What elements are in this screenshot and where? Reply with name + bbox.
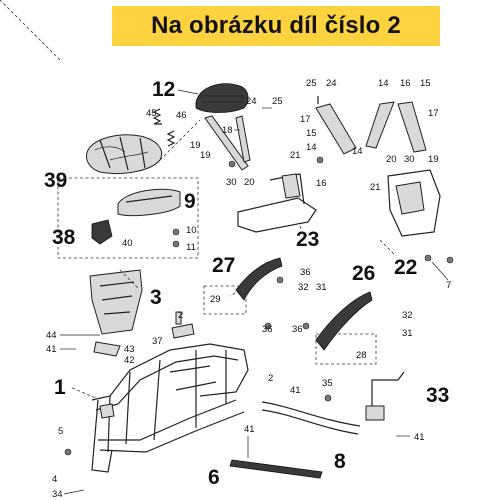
part-42-plate[interactable] bbox=[93, 341, 121, 357]
label-42: 42 bbox=[124, 355, 135, 366]
label-36-b: 36 bbox=[262, 324, 273, 335]
label-36-a: 36 bbox=[300, 267, 311, 278]
label-41-b: 41 bbox=[244, 424, 255, 435]
label-17-a: 17 bbox=[300, 114, 311, 125]
part-12-seat[interactable] bbox=[195, 83, 249, 113]
part-38-bracket[interactable] bbox=[91, 219, 113, 245]
callout-38: 38 bbox=[52, 226, 76, 249]
part-8-side-bar[interactable] bbox=[261, 401, 361, 435]
spring-45[interactable] bbox=[152, 108, 162, 125]
callout-26: 26 bbox=[352, 262, 375, 285]
callout-33: 33 bbox=[426, 384, 449, 407]
part-2-clamp[interactable] bbox=[171, 311, 195, 339]
callout-12: 12 bbox=[152, 78, 175, 101]
label-30-a: 30 bbox=[226, 177, 237, 188]
part-26-side-cover[interactable] bbox=[315, 291, 373, 351]
label-25-a: 25 bbox=[272, 96, 283, 107]
part-22-right-bracket[interactable] bbox=[387, 169, 441, 237]
label-14-c: 14 bbox=[378, 78, 389, 89]
label-44: 44 bbox=[46, 330, 57, 341]
title-banner: Na obrázku díl číslo 2 bbox=[112, 6, 440, 46]
label-4: 4 bbox=[52, 474, 57, 485]
callout-27: 27 bbox=[212, 254, 235, 277]
label-2: 2 bbox=[178, 310, 183, 321]
label-24-b: 24 bbox=[326, 78, 337, 89]
label-15-b: 15 bbox=[420, 78, 431, 89]
label-32-a: 32 bbox=[298, 282, 309, 293]
label-14-b: 14 bbox=[352, 146, 363, 157]
label-14-a: 14 bbox=[306, 142, 317, 153]
label-11: 11 bbox=[186, 242, 196, 253]
label-20-a: 20 bbox=[244, 177, 255, 188]
part-6-floor-strip[interactable] bbox=[229, 459, 323, 479]
part-27-side-cover[interactable] bbox=[235, 257, 283, 301]
label-34: 34 bbox=[52, 489, 63, 500]
label-10: 10 bbox=[186, 225, 197, 236]
label-31-b: 31 bbox=[402, 328, 413, 339]
label-20-b: 20 bbox=[386, 154, 397, 165]
label-18: 18 bbox=[222, 125, 233, 136]
callout-8: 8 bbox=[334, 450, 346, 473]
shock-link-right[interactable] bbox=[365, 101, 427, 153]
spring-46[interactable] bbox=[166, 130, 176, 147]
label-21-a: 21 bbox=[290, 150, 301, 161]
label-37: 37 bbox=[152, 336, 163, 347]
label-16-a: 16 bbox=[316, 178, 327, 189]
label-19-b: 19 bbox=[200, 150, 211, 161]
label-40: 40 bbox=[122, 238, 133, 249]
label-31-a: 31 bbox=[316, 282, 327, 293]
label-7: 7 bbox=[446, 280, 451, 291]
callout-39: 39 bbox=[44, 169, 67, 192]
label-43: 43 bbox=[124, 344, 135, 355]
label-21-b: 21 bbox=[370, 182, 381, 193]
label-16-b: 16 bbox=[400, 78, 411, 89]
callout-1: 1 bbox=[54, 376, 66, 399]
label-36-c: 36 bbox=[292, 324, 303, 335]
callout-22: 22 bbox=[394, 256, 417, 279]
label-15-a: 15 bbox=[306, 128, 317, 139]
part-23-rear-bracket[interactable] bbox=[237, 173, 317, 233]
label-32-b: 32 bbox=[402, 310, 413, 321]
callout-3: 3 bbox=[150, 286, 162, 309]
label-28: 28 bbox=[356, 350, 367, 361]
callout-6: 6 bbox=[208, 466, 220, 489]
page-title: Na obrázku díl číslo 2 bbox=[151, 12, 401, 39]
label-19-c: 19 bbox=[428, 154, 439, 165]
part-39-seat-cover[interactable] bbox=[86, 134, 163, 174]
label-2-b: 2 bbox=[268, 373, 273, 384]
group-box-28 bbox=[315, 333, 377, 365]
label-17-b: 17 bbox=[428, 108, 439, 119]
label-41-a: 41 bbox=[46, 344, 57, 355]
label-46: 46 bbox=[176, 110, 187, 121]
label-19-a: 19 bbox=[190, 140, 201, 151]
part-9-seat-base[interactable] bbox=[117, 188, 181, 217]
shock-link-left[interactable] bbox=[315, 96, 357, 155]
part-1-main-frame[interactable] bbox=[91, 343, 249, 473]
label-24-a: 24 bbox=[246, 96, 257, 107]
link-rod-18[interactable] bbox=[204, 115, 251, 171]
label-25-b: 25 bbox=[306, 78, 317, 89]
label-29: 29 bbox=[210, 294, 221, 305]
label-35: 35 bbox=[322, 378, 333, 389]
label-41-c: 41 bbox=[290, 385, 301, 396]
label-41-d: 41 bbox=[414, 432, 425, 443]
callout-23: 23 bbox=[296, 228, 319, 251]
label-30-b: 30 bbox=[404, 154, 415, 165]
group-box-29 bbox=[203, 285, 247, 315]
label-5: 5 bbox=[58, 426, 63, 437]
label-45: 45 bbox=[146, 108, 157, 119]
part-3-holder[interactable] bbox=[89, 269, 143, 335]
part-33-sidestand[interactable] bbox=[365, 371, 405, 421]
callout-9: 9 bbox=[184, 190, 196, 213]
